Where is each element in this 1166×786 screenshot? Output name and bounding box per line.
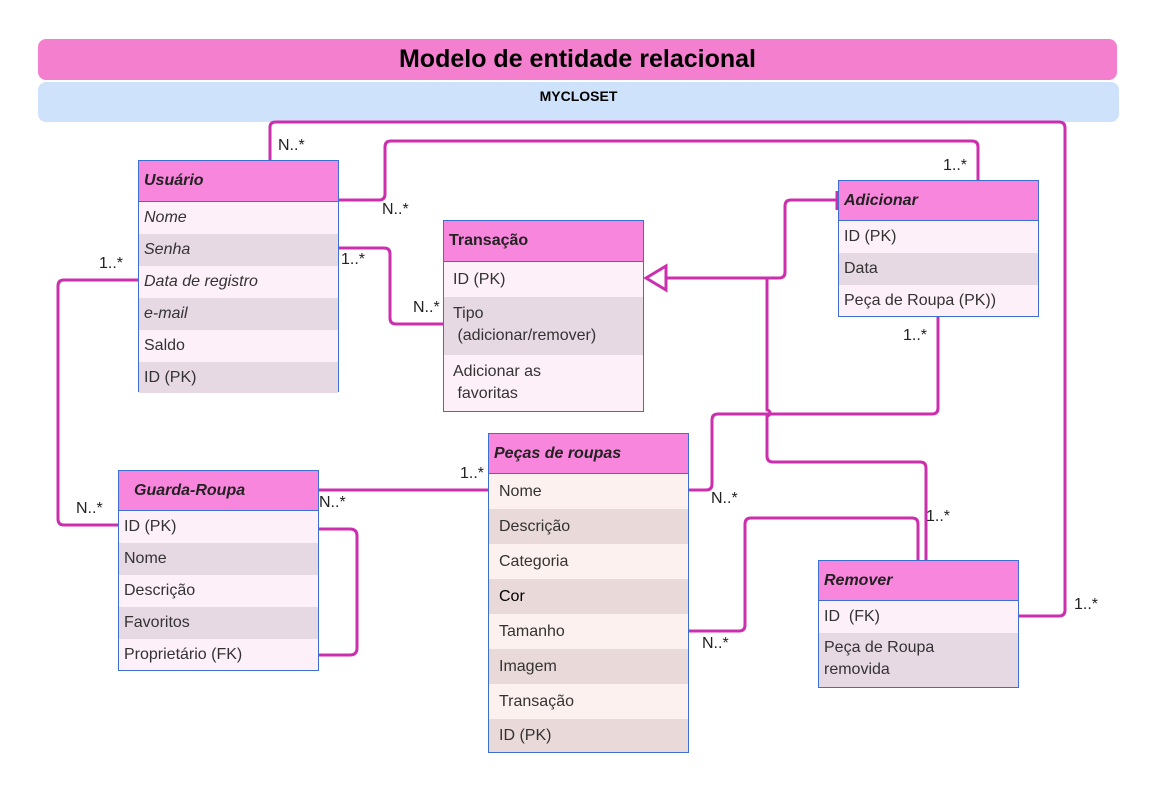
adicionar-field-peca: Peça de Roupa (PK))	[839, 285, 1038, 316]
multiplicity-label: 1..*	[926, 508, 951, 525]
entity-remover-title: Remover	[819, 561, 1018, 601]
entity-transacao: Transação ID (PK) Tipo (adicionar/remove…	[443, 220, 644, 412]
multiplicity-label: N..*	[413, 299, 440, 316]
entity-adicionar-title: Adicionar	[839, 181, 1038, 221]
entity-pecas-title: Peças de roupas	[489, 434, 688, 474]
usuario-field-data-registro: Data de registro	[139, 266, 338, 298]
line-adicionar-pecas	[689, 316, 940, 492]
guarda-roupa-field-id: ID (PK)	[119, 511, 318, 543]
transacao-field-tipo: Tipo (adicionar/remover)	[444, 297, 643, 355]
pecas-field-imagem: Imagem	[489, 649, 688, 684]
diagram-subtitle: MYCLOSET	[38, 82, 1119, 122]
inheritance-triangle	[643, 263, 668, 293]
pecas-field-tamanho: Tamanho	[489, 614, 688, 649]
entity-usuario: Usuário Nome Senha Data de registro e-ma…	[138, 160, 339, 393]
guarda-roupa-field-nome: Nome	[119, 543, 318, 575]
guarda-roupa-field-favoritos: Favoritos	[119, 607, 318, 639]
pecas-field-cor: Cor	[489, 579, 688, 614]
multiplicity-label: 1..*	[903, 327, 928, 344]
usuario-field-saldo: Saldo	[139, 330, 338, 362]
multiplicity-label: 1..*	[99, 255, 124, 272]
usuario-field-id: ID (PK)	[139, 362, 338, 393]
multiplicity-label: 1..*	[460, 465, 485, 482]
line-usuario-guardaroupa	[56, 278, 138, 527]
guarda-roupa-field-descricao: Descrição	[119, 575, 318, 607]
multiplicity-label: 1..*	[1074, 596, 1099, 613]
pecas-field-transacao: Transação	[489, 684, 688, 719]
entity-adicionar: Adicionar ID (PK) Data Peça de Roupa (PK…	[838, 180, 1039, 317]
line-adicionar-remover	[765, 278, 928, 561]
line-usuario-remover	[268, 120, 1067, 618]
remover-field-peca-removida: Peça de Roupa removida	[819, 633, 1018, 687]
multiplicity-label: N..*	[278, 137, 305, 154]
line-guardaroupa-self	[318, 527, 359, 657]
diagram-title: Modelo de entidade relacional	[38, 39, 1117, 80]
multiplicity-label: N..*	[702, 635, 729, 652]
transacao-field-favoritas: Adicionar as favoritas	[444, 355, 643, 411]
pecas-field-nome: Nome	[489, 474, 688, 509]
pecas-field-categoria: Categoria	[489, 544, 688, 579]
multiplicity-label: N..*	[319, 494, 346, 511]
guarda-roupa-field-proprietario: Proprietário (FK)	[119, 639, 318, 670]
line-adicionar-transacao	[666, 198, 838, 280]
adicionar-field-data: Data	[839, 253, 1038, 285]
multiplicity-label: N..*	[76, 500, 103, 517]
entity-guarda-roupa-title: Guarda-Roupa	[119, 471, 318, 511]
entity-transacao-title: Transação	[444, 221, 643, 262]
pecas-field-id: ID (PK)	[489, 719, 688, 752]
entity-usuario-title: Usuário	[139, 161, 338, 202]
multiplicity-label: 1..*	[943, 157, 968, 174]
multiplicity-label: N..*	[382, 201, 409, 218]
remover-field-id: ID (FK)	[819, 601, 1018, 633]
entity-pecas-de-roupas: Peças de roupas Nome Descrição Categoria…	[488, 433, 689, 753]
usuario-field-senha: Senha	[139, 234, 338, 266]
entity-guarda-roupa: Guarda-Roupa ID (PK) Nome Descrição Favo…	[118, 470, 319, 671]
pecas-field-descricao: Descrição	[489, 509, 688, 544]
usuario-field-nome: Nome	[139, 202, 338, 234]
entity-remover: Remover ID (FK) Peça de Roupa removida	[818, 560, 1019, 688]
adicionar-field-id: ID (PK)	[839, 221, 1038, 253]
line-usuario-transacao	[338, 246, 444, 326]
transacao-field-id: ID (PK)	[444, 262, 643, 297]
line-usuario-adicionar	[338, 139, 980, 202]
multiplicity-label: 1..*	[341, 251, 366, 268]
line-pecas-remover	[689, 516, 920, 633]
multiplicity-label: N..*	[711, 490, 738, 507]
usuario-field-email: e-mail	[139, 298, 338, 330]
